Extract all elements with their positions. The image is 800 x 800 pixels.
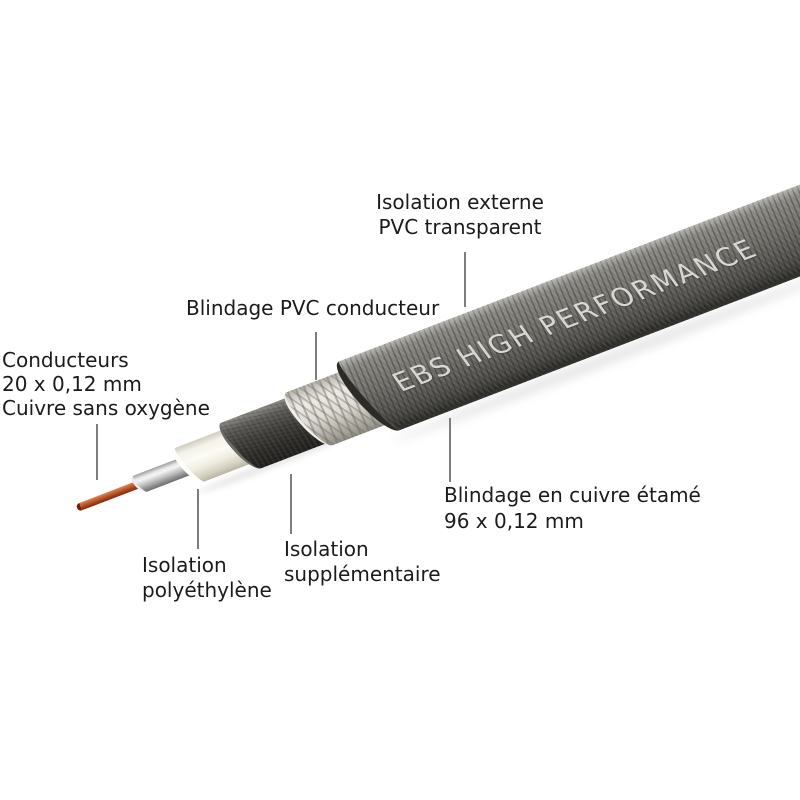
label-blindage-cuivre: Blindage en cuivre étamé 96 x 0,12 mm: [444, 482, 701, 534]
label-line: Isolation: [284, 537, 369, 561]
leader-line-blindage-pvc: [315, 332, 317, 380]
label-line: Cuivre sans oxygène: [2, 396, 210, 420]
leader-line-isolation-supplementaire: [290, 474, 292, 534]
label-isolation-externe: Isolation externe PVC transparent: [330, 190, 590, 240]
label-isolation-polyethylene: Isolation polyéthylène: [142, 553, 272, 603]
label-line: PVC transparent: [378, 215, 542, 239]
label-blindage-pvc: Blindage PVC conducteur: [186, 296, 439, 321]
label-line: Blindage en cuivre étamé: [444, 483, 701, 507]
label-line: Conducteurs: [2, 348, 129, 372]
leader-line-conducteurs: [96, 424, 98, 480]
label-conducteurs: Conducteurs 20 x 0,12 mm Cuivre sans oxy…: [2, 348, 210, 420]
label-line: supplémentaire: [284, 562, 441, 586]
leader-line-blindage-cuivre: [449, 418, 451, 482]
label-line: Isolation: [142, 553, 227, 577]
leader-line-isolation-externe: [464, 252, 466, 307]
label-line: 96 x 0,12 mm: [444, 509, 584, 533]
label-line: polyéthylène: [142, 578, 272, 602]
label-line: Isolation externe: [376, 190, 544, 214]
label-isolation-supplementaire: Isolation supplémentaire: [284, 537, 441, 587]
label-line: Blindage PVC conducteur: [186, 296, 440, 320]
leader-line-isolation-polyethylene: [197, 489, 199, 549]
label-line: 20 x 0,12 mm: [2, 372, 142, 396]
